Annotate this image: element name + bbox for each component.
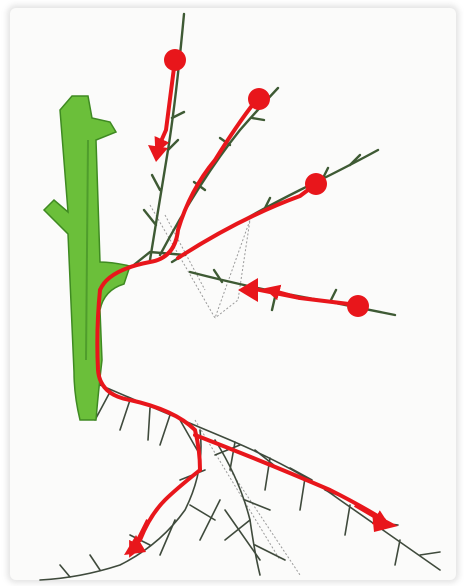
flow-down-main [97, 290, 200, 470]
flow-arrow-top [158, 60, 175, 148]
flow-paths [97, 98, 384, 540]
root-system [40, 385, 440, 580]
arrowhead-top [148, 145, 168, 162]
flow-stem-up [100, 98, 258, 290]
sink-arrowheads [124, 145, 398, 555]
arrowhead-root-right [372, 512, 398, 532]
root-main-down [40, 430, 201, 580]
main-stem [44, 96, 130, 420]
source-lower-right [347, 295, 369, 317]
source-right [305, 173, 327, 195]
flow-arrow-right [270, 290, 357, 305]
source-top [164, 49, 186, 71]
flow-branch-3 [178, 184, 316, 258]
source-upper-right [248, 88, 270, 110]
root-mid [215, 440, 260, 575]
root-main-right [100, 385, 440, 570]
